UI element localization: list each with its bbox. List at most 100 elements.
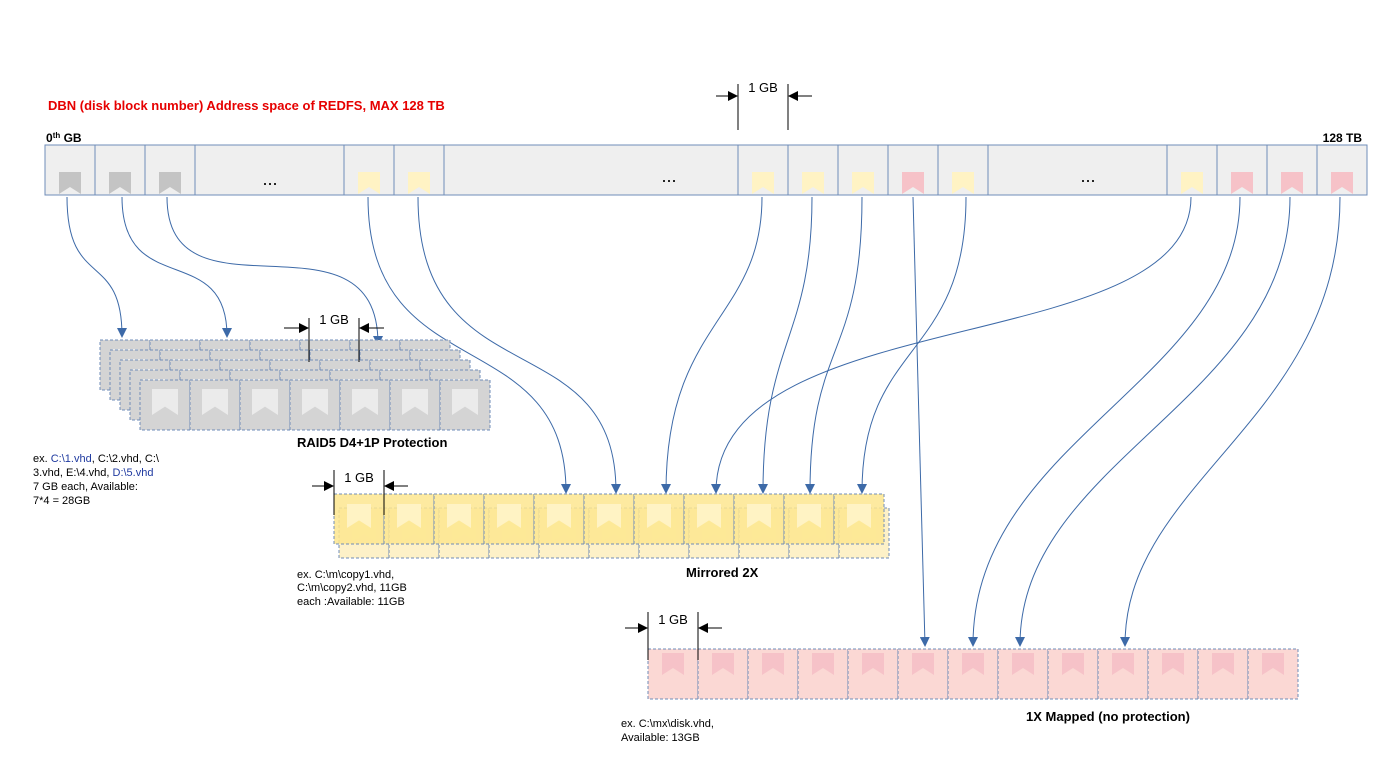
raid5-title: RAID5 D4+1P Protection [297,435,447,450]
pink-block-icon [662,653,684,675]
mirror-copy-row [333,493,885,545]
svg-text:ex. C:\m\copy1.vhd,: ex. C:\m\copy1.vhd, [297,569,394,581]
svg-text:Available: 13GB: Available: 13GB [621,732,700,744]
pink-block-icon [1062,653,1084,675]
mirror-dimension: 1 GB [312,470,408,515]
raid-dimension: 1 GB [284,312,384,362]
address-block [737,144,789,196]
pink-block-icon [962,653,984,675]
mapped-dimension: 1 GB [625,612,722,660]
address-block [343,144,395,196]
pink-block-icon [1012,653,1034,675]
yellow-block-icon [408,172,430,194]
pink-block-icon [1212,653,1234,675]
yellow-block-icon [347,504,371,528]
pink-block-icon [812,653,834,675]
yellow-block-icon [847,504,871,528]
raid5-block [189,379,241,431]
end-label: 128 TB [1323,131,1363,145]
yellow-block-icon [802,172,824,194]
address-block [1316,144,1368,196]
mapped-row [647,648,1299,700]
yellow-block-icon [752,172,774,194]
raid5-disk-row [139,379,491,431]
pink-block-icon [862,653,884,675]
address-block [987,144,1168,196]
svg-text:ex. C:\mx\disk.vhd,: ex. C:\mx\disk.vhd, [621,718,714,730]
gray-block-icon [452,389,478,415]
yellow-block-icon [647,504,671,528]
svg-text:1 GB: 1 GB [344,470,374,485]
address-block [194,144,345,196]
diagram-title: DBN (disk block number) Address space of… [48,98,445,113]
start-label: 0th GB [46,131,82,145]
address-block [94,144,146,196]
address-block [837,144,889,196]
yellow-block-icon [852,172,874,194]
svg-text:1 GB: 1 GB [319,312,349,327]
pink-block-icon [902,172,924,194]
pink-block-icon [1331,172,1353,194]
gray-block-icon [202,389,228,415]
mapped-note: ex. C:\mx\disk.vhd, Available: 13GB [621,718,714,744]
yellow-block-icon [747,504,771,528]
svg-text:7 GB each, Available:: 7 GB each, Available: [33,481,138,493]
yellow-block-icon [397,504,421,528]
address-block [937,144,989,196]
ellipsis-3: ... [1080,166,1095,186]
yellow-block-icon [1181,172,1203,194]
gray-block-icon [402,389,428,415]
ellipsis-1: ... [262,169,277,189]
svg-text:1 GB: 1 GB [748,80,778,95]
svg-text:3.vhd, E:\4.vhd, D:\5.vhd: 3.vhd, E:\4.vhd, D:\5.vhd [33,467,153,479]
svg-text:C:\m\copy2.vhd, 11GB: C:\m\copy2.vhd, 11GB [297,582,407,594]
address-block [1266,144,1318,196]
address-block [44,144,96,196]
address-bar: ... ... ... [44,144,1368,196]
yellow-block-icon [547,504,571,528]
svg-text:1 GB: 1 GB [658,612,688,627]
address-block [887,144,939,196]
svg-text:each :Available: 11GB: each :Available: 11GB [297,596,405,608]
address-block [443,144,739,196]
address-block [787,144,839,196]
pink-block-icon [912,653,934,675]
yellow-block-icon [447,504,471,528]
connector-arrows [66,196,1341,647]
pink-block-icon [762,653,784,675]
yellow-block-icon [597,504,621,528]
gray-block-icon [152,389,178,415]
yellow-block-icon [497,504,521,528]
mirror-note: ex. C:\m\copy1.vhd, C:\m\copy2.vhd, 11GB… [297,569,407,608]
yellow-block-icon [697,504,721,528]
pink-block-icon [1112,653,1134,675]
pink-block-icon [1162,653,1184,675]
yellow-block-icon [952,172,974,194]
address-block [1166,144,1218,196]
gray-block-icon [59,172,81,194]
top-dimension: 1 GB [716,80,812,130]
mirror-stack [333,493,890,559]
gray-block-icon [252,389,278,415]
svg-text:7*4 = 28GB: 7*4 = 28GB [33,495,90,507]
pink-block-icon [1262,653,1284,675]
mirror-block [333,493,385,545]
pink-block-icon [1231,172,1253,194]
raid5-note: ex. C:\1.vhd, C:\2.vhd, C:\ 3.vhd, E:\4.… [33,453,160,507]
pink-block-icon [1281,172,1303,194]
raid5-stack [99,339,491,431]
gray-block-icon [352,389,378,415]
gray-block-icon [302,389,328,415]
yellow-block-icon [358,172,380,194]
svg-text:ex. C:\1.vhd, C:\2.vhd, C:\: ex. C:\1.vhd, C:\2.vhd, C:\ [33,453,160,465]
gray-block-icon [159,172,181,194]
address-block [144,144,196,196]
mapped-title: 1X Mapped (no protection) [1026,709,1190,724]
address-block [1216,144,1268,196]
yellow-block-icon [797,504,821,528]
pink-block-icon [712,653,734,675]
gray-block-icon [109,172,131,194]
mirror-title: Mirrored 2X [686,565,759,580]
ellipsis-2: ... [661,166,676,186]
